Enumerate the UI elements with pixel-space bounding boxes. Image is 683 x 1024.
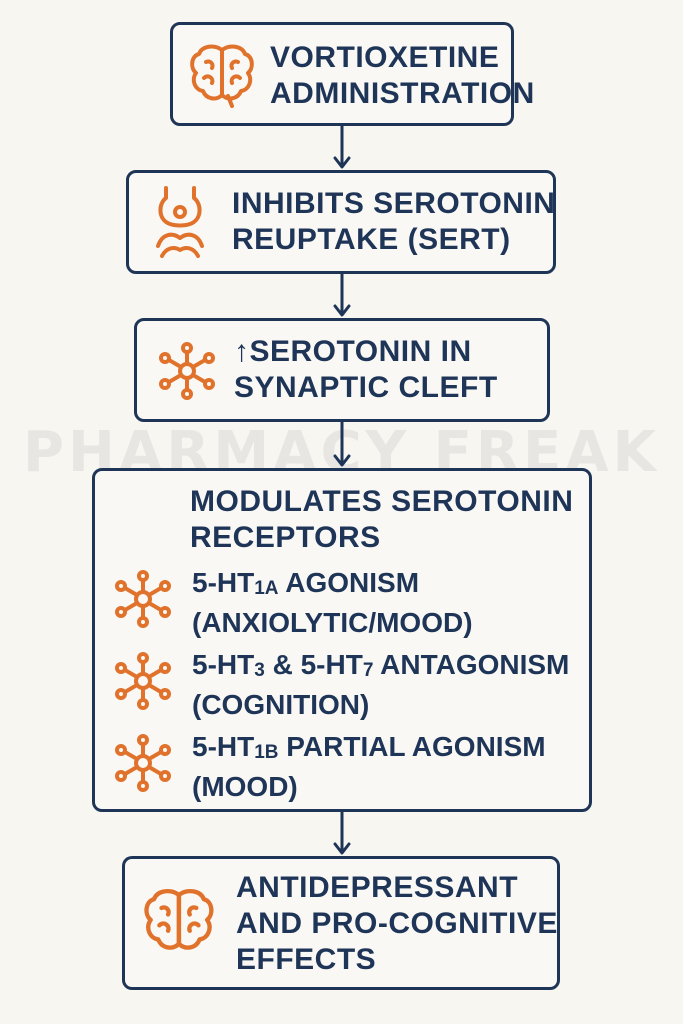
step-box-administration	[170, 22, 514, 126]
step-label-administration: VORTIOXETINE ADMINISTRATION	[270, 41, 535, 110]
receptor-item-5ht3-5ht7: 5-HT3 & 5-HT7 ANTAGONISM (COGNITION)	[192, 649, 570, 720]
receptor-item-5ht1a: 5-HT1A AGONISM (ANXIOLYTIC/MOOD)	[192, 567, 473, 638]
molecule-icon	[115, 570, 171, 628]
molecule-icon	[115, 652, 171, 710]
receptors-title: MODULATES SEROTONIN RECEPTORS	[190, 485, 574, 554]
step-label-reuptake: INHIBITS SEROTONIN REUPTAKE (SERT)	[232, 187, 556, 256]
molecule-icon	[159, 342, 215, 400]
arrow-down	[333, 812, 351, 855]
synapse-icon	[156, 186, 204, 258]
step-label-effects: ANTIDEPRESSANT AND PRO-COGNITIVE EFFECTS	[236, 871, 558, 976]
step-box-synaptic-serotonin	[134, 318, 550, 422]
step-box-effects	[122, 856, 560, 990]
receptor-item-5ht1b: 5-HT1B PARTIAL AGONISM (MOOD)	[192, 731, 546, 802]
arrow-down	[333, 126, 351, 169]
molecule-icon	[115, 734, 171, 792]
arrow-down	[333, 274, 351, 317]
step-label-synaptic-serotonin: ↑SEROTONIN IN SYNAPTIC CLEFT	[234, 335, 498, 404]
step-box-receptors	[92, 468, 592, 812]
brain-icon	[144, 888, 214, 950]
brain-icon	[190, 44, 254, 108]
arrow-down	[333, 422, 351, 467]
